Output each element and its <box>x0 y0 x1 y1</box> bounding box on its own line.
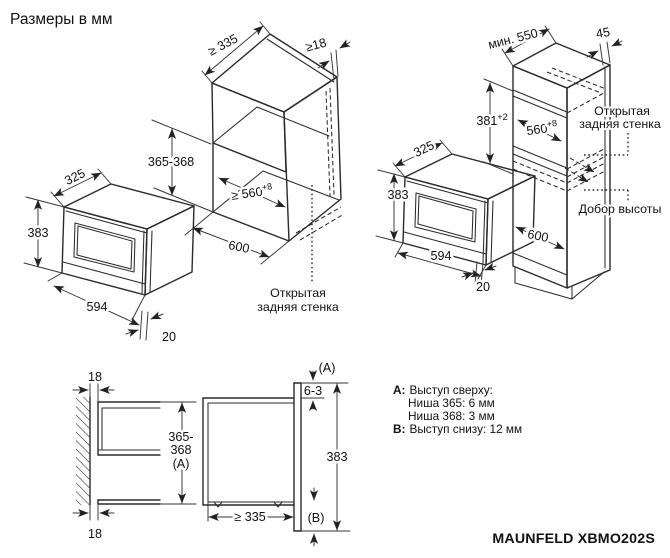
svg-text:381+2: 381+2 <box>476 112 507 128</box>
dim-column-niche-width: 560+8 <box>517 115 562 142</box>
drawing-niche-cabinet: Открытая задняя стенка ≥ 335 ≥18 365-368… <box>145 21 351 316</box>
svg-text:368: 368 <box>170 443 191 457</box>
svg-text:560+8: 560+8 <box>525 118 558 138</box>
dim-rear-gap-top: 18 <box>72 368 115 402</box>
dim-niche-width: ≥ 560+8 <box>218 177 286 208</box>
model-label: MAUNFELD XBMO202S <box>492 531 655 547</box>
svg-text:мин. 550: мин. 550 <box>487 26 540 52</box>
height-filler-note: Добор высоты <box>579 202 662 216</box>
dim-opening-height: 381+2 <box>474 78 514 175</box>
dim-column-min-depth: мин. 550 <box>484 24 557 67</box>
dim-label-b: (B) <box>305 487 327 547</box>
legend-line-b: B:Выступ снизу: 12 мм <box>393 422 522 436</box>
dim-cabinet-width: 600 <box>184 211 290 265</box>
mw-door-window <box>73 222 136 273</box>
mw-right-face <box>144 205 195 296</box>
open-back-note2-line2: задняя стенка <box>579 117 661 131</box>
svg-text:365-368: 365-368 <box>148 155 194 169</box>
dim-mw2-frame: 20 <box>461 261 497 297</box>
protrusion-legend: A:Выступ сверху: Ниша 365: 6 мм Ниша 368… <box>393 383 522 436</box>
svg-text:594: 594 <box>86 300 107 314</box>
svg-text:383: 383 <box>27 226 48 240</box>
column-top-face <box>512 42 611 89</box>
svg-text:(B): (B) <box>308 511 325 525</box>
wall-hatch <box>76 397 90 505</box>
dim-column-width: 600 <box>515 225 565 250</box>
dim-rear-gap-bottom: 18 <box>72 504 115 544</box>
dim-front-height: 383 <box>300 382 351 532</box>
mw2-right-face <box>485 175 536 266</box>
svg-text:20: 20 <box>476 280 490 294</box>
mw-foot <box>213 501 223 508</box>
dim-section-niche-height: 365- 368 (A) <box>159 401 197 505</box>
svg-text:20: 20 <box>162 330 176 344</box>
dim-mw-height: 383 <box>23 196 65 274</box>
dim-niche-height: 365-368 <box>145 119 214 213</box>
svg-text:325: 325 <box>62 166 87 188</box>
svg-text:18: 18 <box>88 527 102 541</box>
legend-line-a2: Ниша 368: 3 мм <box>408 409 495 423</box>
svg-text:594: 594 <box>430 249 451 263</box>
page-title: Размеры в мм <box>10 11 113 28</box>
drawing-tall-cabinet: мин. 550 45 381+2 560+8 600 325 <box>375 22 663 300</box>
svg-text:325: 325 <box>411 138 436 160</box>
dim-top-protrusion: 6-3 <box>300 382 325 411</box>
legend-line-a1: Ниша 365: 6 мм <box>408 396 495 410</box>
dim-mw2-depth: 325 <box>392 136 453 178</box>
svg-text:≥ 560+8: ≥ 560+8 <box>230 181 274 203</box>
dim-mw-depth: 325 <box>50 164 112 208</box>
drawing-side-section: 18 18 365- 368 (A) <box>72 359 351 547</box>
svg-text:6-3: 6-3 <box>304 384 322 398</box>
dim-top-gap-45: 45 <box>586 22 623 66</box>
svg-text:383: 383 <box>387 188 408 202</box>
drawing-microwave-3d: 325 383 594 20 <box>23 164 195 347</box>
dim-mw-width: 594 <box>47 272 146 326</box>
mw2-door-window <box>414 192 477 243</box>
svg-text:600: 600 <box>227 238 250 256</box>
cabinet-front-panel <box>211 82 287 173</box>
dim-mw-frame: 20 <box>125 310 179 347</box>
section-cabinet <box>97 401 161 505</box>
svg-text:18: 18 <box>88 370 102 384</box>
mw2-top-face <box>404 153 536 200</box>
svg-text:≥18: ≥18 <box>304 36 328 55</box>
cabinet-right-panel <box>283 76 342 242</box>
svg-text:383: 383 <box>326 450 347 464</box>
dim-panel-thickness: ≥18 <box>302 33 351 81</box>
legend-line-a: A:Выступ сверху: <box>393 383 493 397</box>
svg-text:(A): (A) <box>319 361 336 375</box>
mw-top-face <box>63 183 195 230</box>
dim-mw2-height: 383 <box>375 169 411 244</box>
mw-foot <box>273 501 283 508</box>
svg-text:45: 45 <box>595 25 611 41</box>
column-right-face <box>566 64 611 289</box>
dim-label-a: (A) <box>308 359 338 381</box>
open-back-note2-line1: Открытая <box>594 104 650 118</box>
svg-text:600: 600 <box>526 227 549 245</box>
svg-text:≥ 335: ≥ 335 <box>234 510 265 524</box>
dim-niche-min-depth: ≥ 335 <box>201 21 271 84</box>
svg-text:365-: 365- <box>168 430 193 444</box>
section-microwave <box>202 382 302 532</box>
svg-text:≥ 335: ≥ 335 <box>206 31 240 58</box>
svg-text:(A): (A) <box>173 457 190 471</box>
dim-section-min-depth: ≥ 335 <box>207 501 294 527</box>
open-back-note-line2: задняя стенка <box>257 300 339 314</box>
open-back-note-line1: Открытая <box>270 286 326 300</box>
